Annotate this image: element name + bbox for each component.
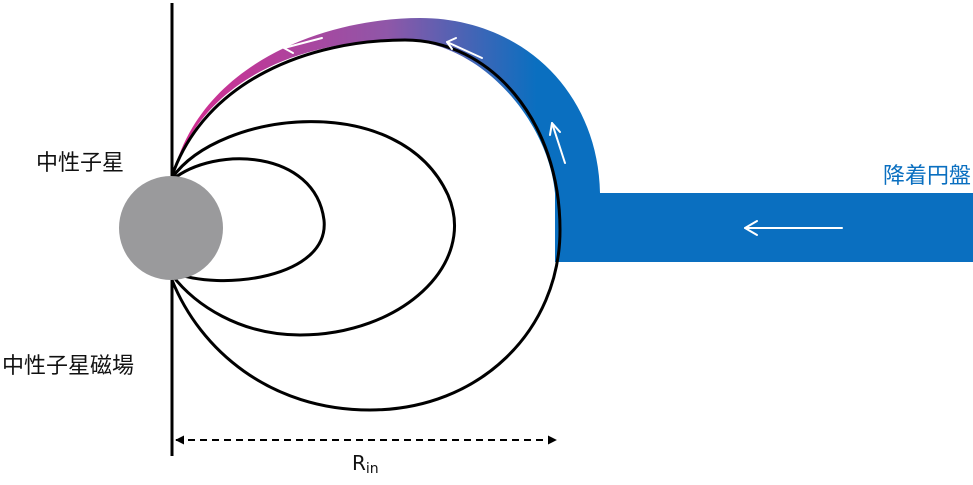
label-neutron-star: 中性子星 [36,151,124,176]
field-line-inner [171,157,326,283]
arrow-stream-left [283,37,323,54]
label-radius: Rin [352,451,379,477]
accretion-stream [172,18,600,193]
label-neutron-star-field: 中性子星磁場 [2,354,134,379]
label-radius-main: R [352,451,366,475]
neutron-star [119,176,223,280]
field-line-middle [170,120,456,337]
field-line-outer [170,38,562,412]
label-accretion-disk: 降着円盤 [883,164,971,189]
label-radius-sub: in [366,461,379,477]
arrow-stream-rising [549,122,566,164]
arrow-disk [744,220,843,236]
flow-arrows [283,37,843,236]
arrow-stream-top [446,37,483,59]
